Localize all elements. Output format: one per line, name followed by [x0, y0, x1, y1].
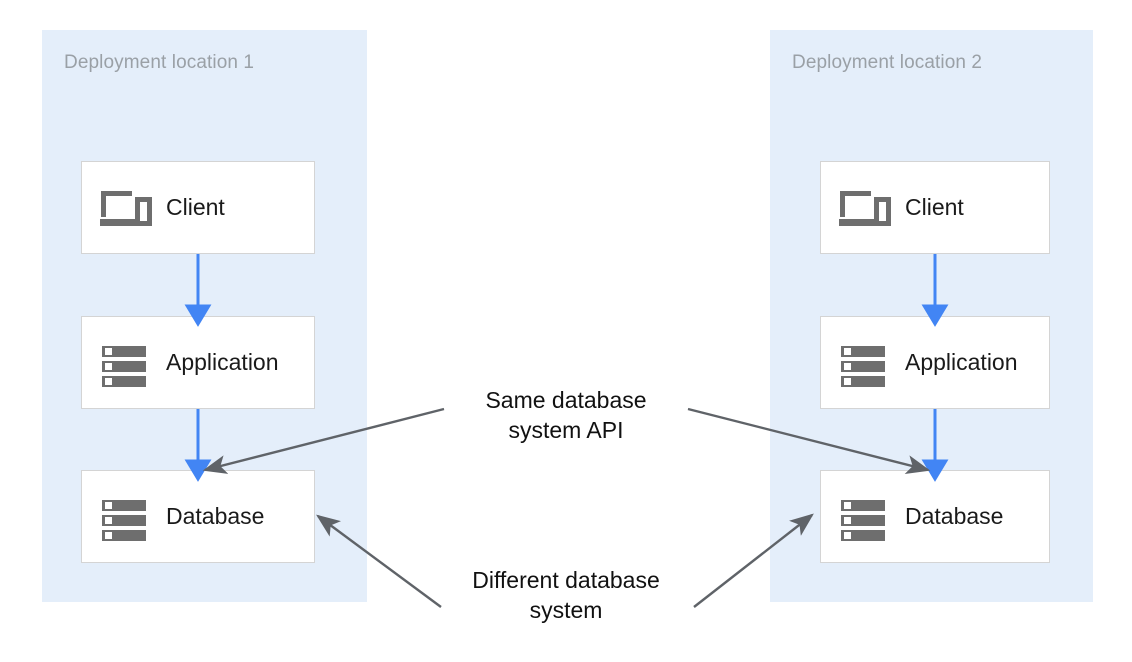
- devices-icon: [100, 185, 152, 231]
- server-icon: [100, 494, 152, 541]
- annotation-different-system-line-1: Different database: [472, 567, 660, 593]
- devices-icon: [839, 185, 891, 231]
- node-database-1-label: Database: [166, 503, 265, 529]
- node-database-2-label: Database: [905, 503, 1004, 529]
- annotation-different-system-line-2: system: [529, 597, 603, 624]
- annotation-same-database-system-api: Same database system API: [452, 385, 680, 446]
- node-client-1[interactable]: Client: [81, 161, 315, 254]
- annotation-different-database-system: Different database system: [452, 565, 680, 626]
- node-application-1[interactable]: Application: [81, 316, 315, 409]
- annotation-same-api-line-2: system API: [508, 417, 624, 444]
- node-application-1-label: Application: [166, 349, 279, 375]
- node-database-2[interactable]: Database: [820, 470, 1050, 563]
- node-client-2-label: Client: [905, 194, 964, 220]
- node-client-2[interactable]: Client: [820, 161, 1050, 254]
- server-icon: [839, 340, 891, 387]
- node-application-2[interactable]: Application: [820, 316, 1050, 409]
- node-database-1[interactable]: Database: [81, 470, 315, 563]
- deployment-zone-2-title: Deployment location 2: [792, 52, 983, 73]
- node-client-1-label: Client: [166, 194, 225, 220]
- deployment-zone-1-title: Deployment location 1: [64, 52, 255, 73]
- server-icon: [839, 494, 891, 541]
- server-icon: [100, 340, 152, 387]
- annotation-same-api-line-1: Same database: [485, 387, 647, 413]
- node-application-2-label: Application: [905, 349, 1018, 375]
